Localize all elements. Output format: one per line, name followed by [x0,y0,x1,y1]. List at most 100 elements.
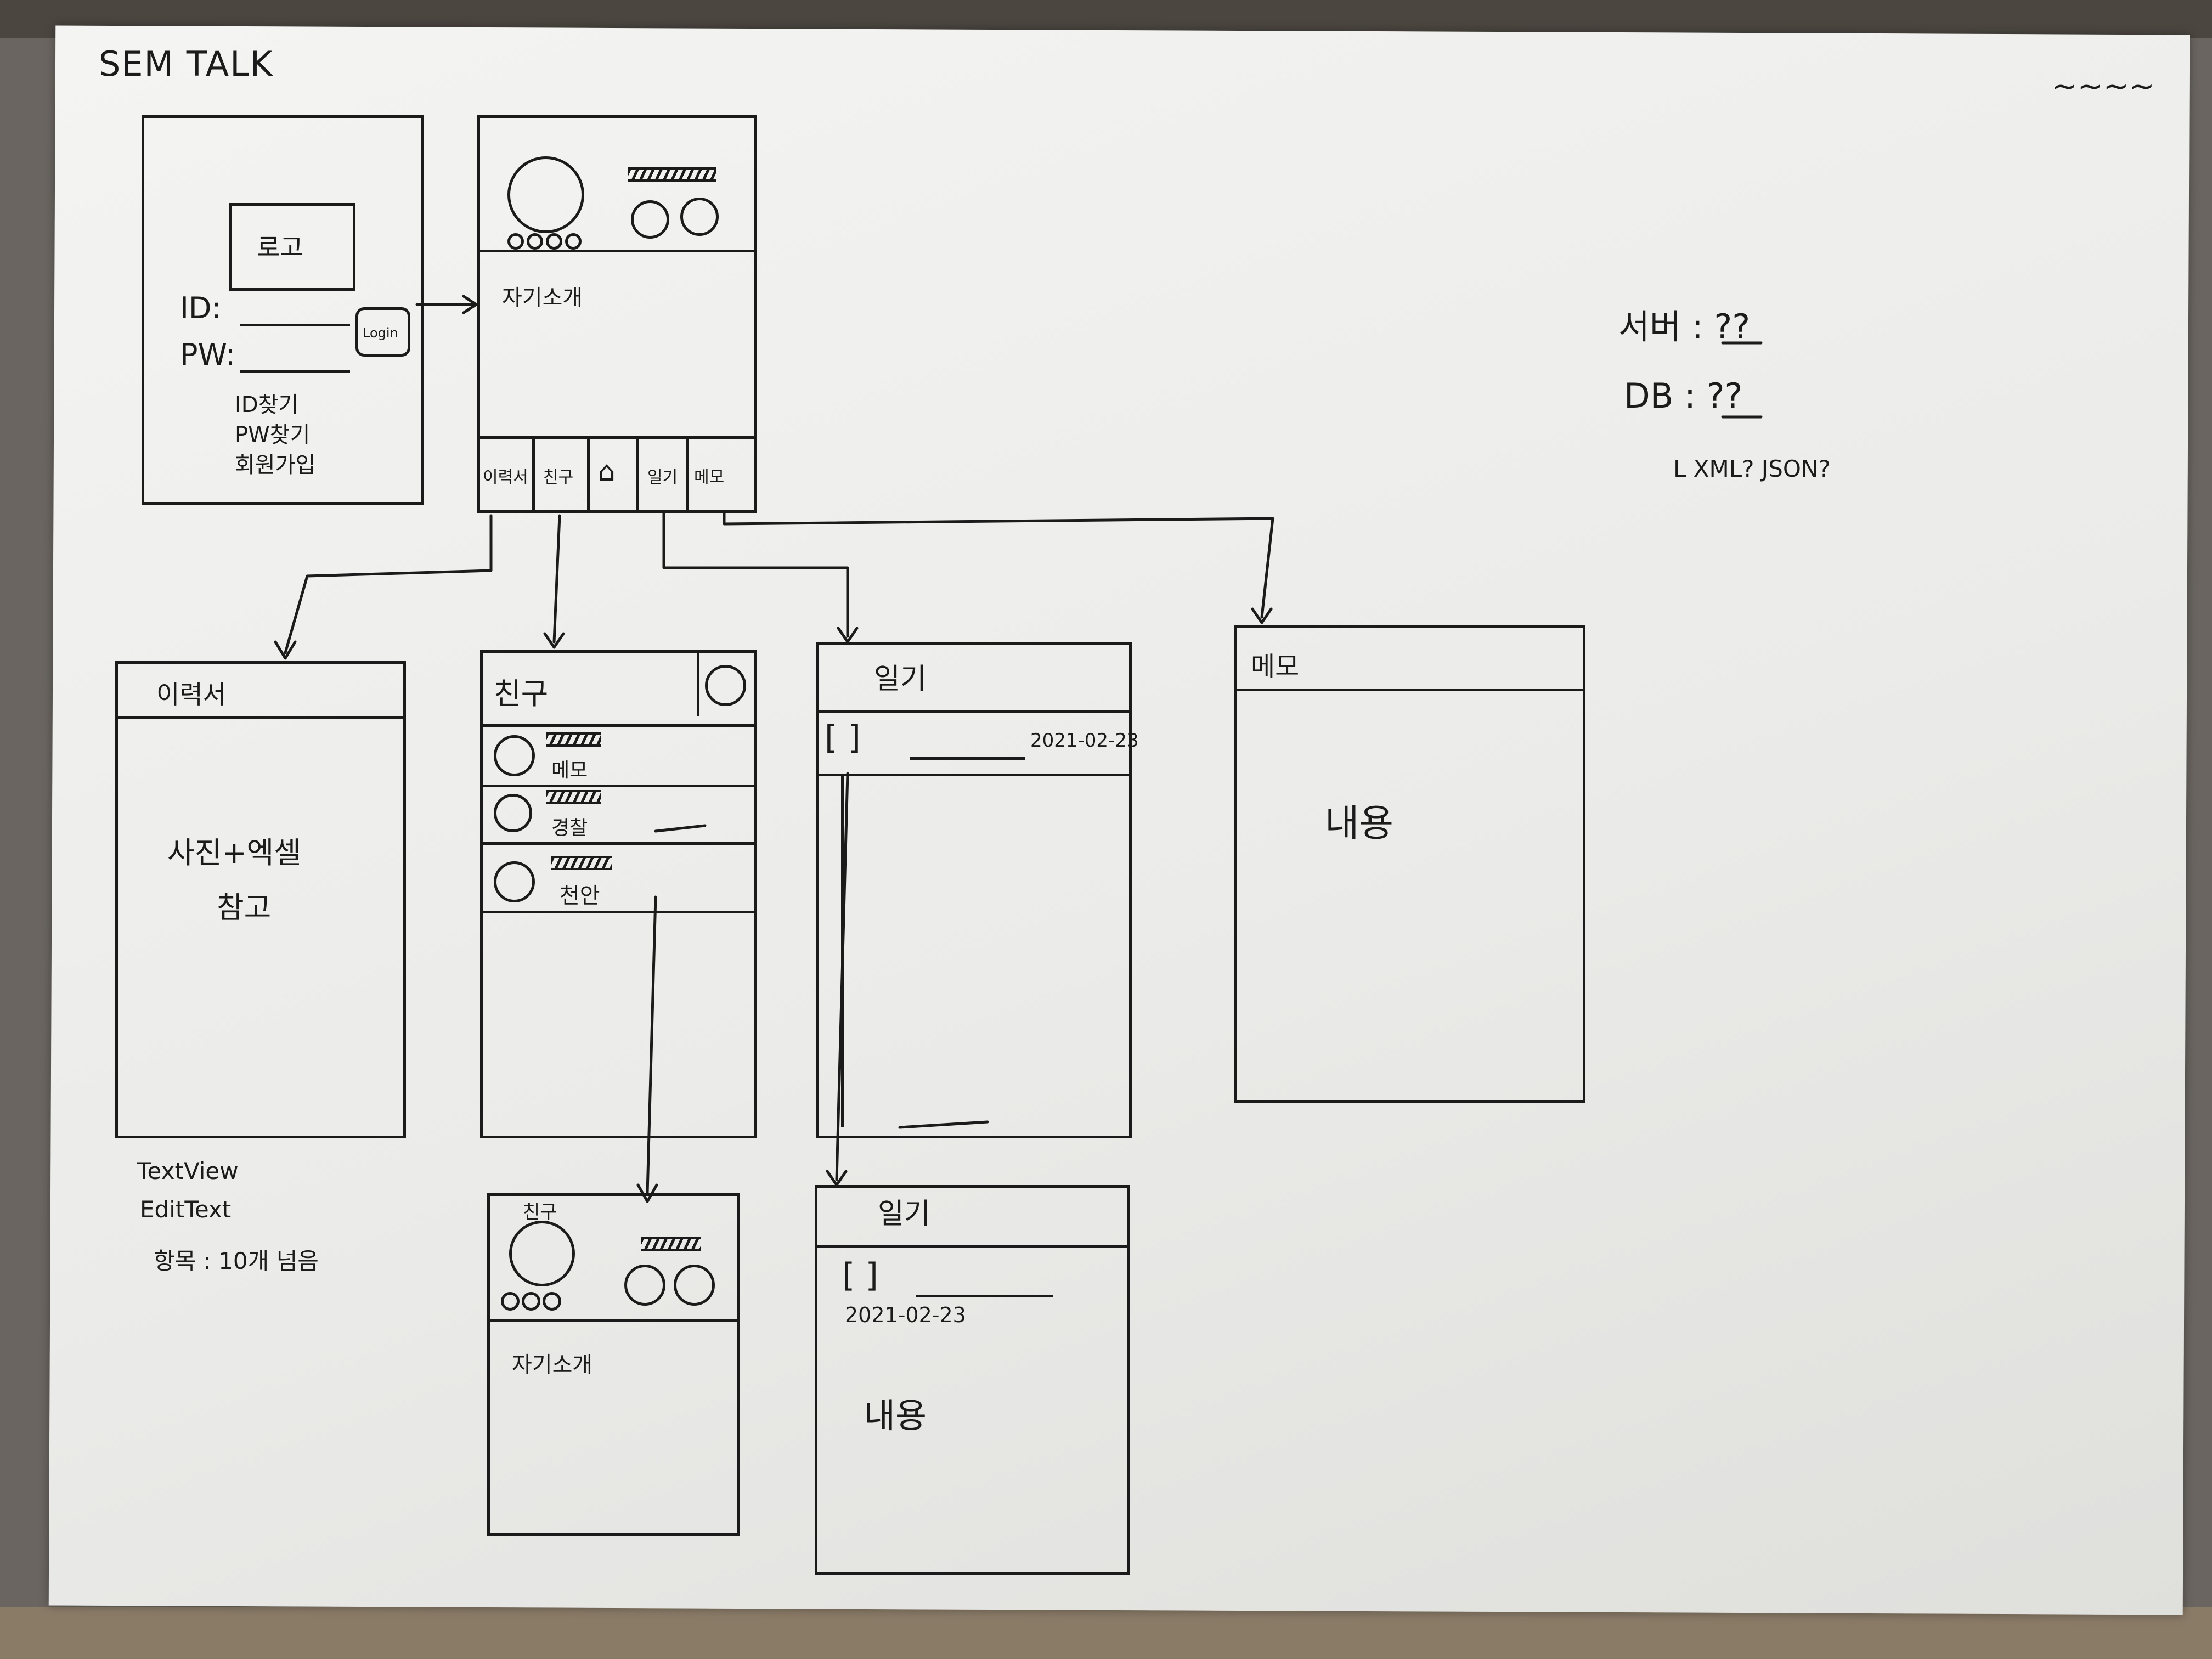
diary-list-row-divider [816,774,1132,776]
diary-detail-header-divider [815,1245,1130,1248]
logo-box: 로고 [229,203,356,291]
note-server: 서버 : ?? [1618,307,1751,347]
friend-status-icon-3 [543,1292,561,1311]
resume-note-edittext: EditText [140,1196,232,1223]
id-label: ID: [180,291,222,325]
diary-detail-content: 내용 [864,1396,927,1436]
sketch-title: SEM TALK [99,44,274,84]
desk-backdrop-bottom [0,1607,2212,1659]
profile-avatar [507,156,584,233]
friend-row-divider-1 [480,785,757,787]
diary-entry-bracket: [ ] [825,719,861,757]
message-icon[interactable] [680,198,719,236]
arrow-diary-to-detail [826,772,849,1187]
friends-header-divider [480,724,757,727]
friend-name-scribble [551,856,612,870]
friend-status-icon-2 [522,1292,540,1311]
resume-content-1: 사진+엑셀 [167,836,301,870]
status-icon-1 [507,233,524,250]
corner-mark: ~~~~ [2052,69,2155,104]
friends-title: 친구 [494,676,549,711]
tabbar-divider [477,436,757,439]
diary-detail-date: 2021-02-23 [845,1303,966,1327]
pw-label: PW: [180,337,235,372]
resume-title: 이력서 [156,680,226,709]
tab-resume[interactable]: 이력서 [483,468,528,487]
arrow-tab-to-diary [662,511,859,644]
friend-name-scribble [546,732,601,747]
diary-entry-date: 2021-02-23 [1030,730,1139,752]
find-id-link[interactable]: ID찾기 [235,392,299,417]
arrow-tab-to-memo [723,511,1274,624]
memo-title: 메모 [1251,651,1300,682]
memo-header-divider [1234,689,1585,691]
arrow-tab-to-friends [543,514,565,649]
profile-screen: 자기소개 이력서 친구 ⌂ 일기 메모 [477,115,757,513]
friend-row-3[interactable]: 천안 [483,845,754,911]
diary-entry-row[interactable]: [ ] 2021-02-23 [819,713,1139,774]
tab-home[interactable]: ⌂ [598,455,616,487]
signup-link[interactable]: 회원가입 [235,453,316,478]
friend-message-icon[interactable] [674,1265,715,1306]
login-button-label: Login [363,325,398,341]
friend-row-divider-3 [480,911,757,913]
friend-avatar [494,735,535,776]
friend-status: 메모 [551,759,588,782]
friend-status: 경찰 [551,817,588,839]
diary-list-title: 일기 [874,663,927,696]
resume-header-divider [115,716,406,719]
diary-detail-bracket: [ ] [842,1256,878,1295]
tab-diary[interactable]: 일기 [647,468,678,487]
friend-profile-screen: 친구 자기소개 [487,1193,740,1536]
diary-detail-title-line[interactable] [916,1295,1053,1297]
memo-content: 내용 [1325,802,1394,845]
find-pw-link[interactable]: PW찾기 [235,422,311,448]
diary-entry-title-line [910,757,1025,760]
tab-divider-2 [587,436,590,513]
friend-profile-name-scribble [641,1237,701,1251]
id-field[interactable] [240,324,350,326]
pw-field[interactable] [240,370,350,373]
profile-name-scribble [628,167,716,182]
status-icon-4 [565,233,582,250]
friend-avatar [494,794,532,832]
friend-call-icon[interactable] [624,1265,665,1306]
tab-divider-4 [686,436,689,513]
diary-detail-title: 일기 [878,1198,930,1231]
tab-memo[interactable]: 메모 [694,468,725,487]
diary-detail-screen: 일기 [ ] 2021-02-23 내용 [815,1185,1130,1575]
friend-profile-title: 친구 [523,1201,557,1223]
friend-row-divider-2 [480,842,757,845]
tab-friends[interactable]: 친구 [543,468,574,487]
friend-profile-intro: 자기소개 [512,1352,593,1378]
friend-status-icon-1 [501,1292,520,1311]
friend-avatar [494,861,535,902]
friend-status: 천안 [560,883,600,909]
resume-content-2: 참고 [217,890,272,925]
diary-list-header-divider [816,710,1132,713]
friend-row-1[interactable]: 메모 [483,727,754,782]
note-format: L XML? JSON? [1673,455,1831,482]
status-icon-2 [527,233,543,250]
profile-header-divider [477,250,757,252]
resume-note-textview: TextView [137,1158,239,1184]
tab-divider-3 [636,436,639,513]
diary-bottom-mark [898,1120,989,1129]
login-screen: 로고 ID: PW: Login ID찾기 PW찾기 회원가입 [142,115,424,505]
login-button[interactable]: Login [356,307,410,357]
call-icon[interactable] [631,200,669,239]
friend-profile-avatar [509,1221,575,1286]
arrow-login-to-profile [415,295,478,314]
note-db: DB : ?? [1624,376,1743,416]
friend-row-2[interactable]: 경찰 [483,787,754,842]
arrow-friend-to-detail [636,895,658,1203]
add-friend-icon[interactable] [705,665,746,706]
friends-add-divider [697,653,699,716]
friend-name-scribble [546,790,601,804]
arrow-tab-to-resume [274,514,493,660]
logo-label: 로고 [257,233,303,262]
friend-profile-header-divider [487,1319,740,1322]
friends-screen: 친구 메모 경찰 천안 [480,650,757,1138]
resume-note-count: 항목 : 10개 넘음 [154,1248,319,1274]
